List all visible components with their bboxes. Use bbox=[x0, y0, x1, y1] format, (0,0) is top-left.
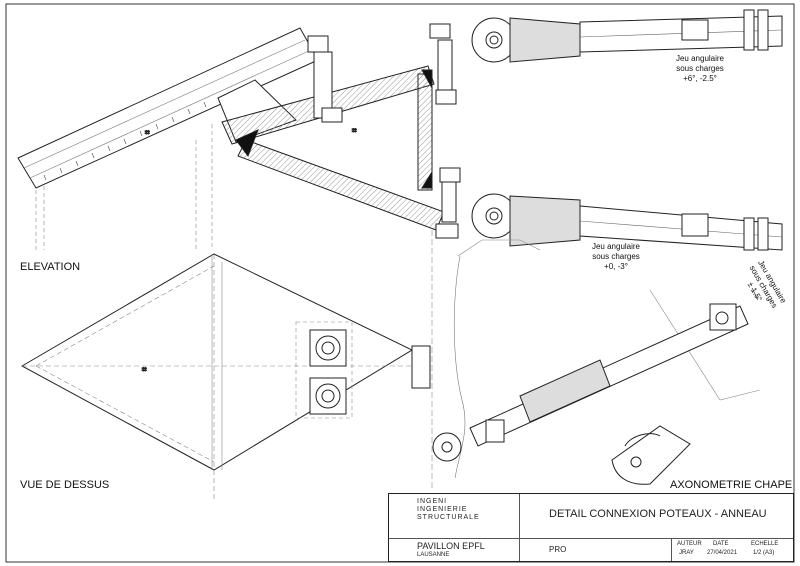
company-line3: STRUCTURALE bbox=[417, 514, 480, 521]
svg-text:⌗: ⌗ bbox=[145, 128, 150, 137]
axonometric-label: AXONOMETRIE CHAPE bbox=[670, 479, 793, 491]
note-mid-line3: +0, -3° bbox=[604, 262, 628, 271]
note-mid: Jeu angulaire sous charges +0, -3° bbox=[566, 242, 666, 272]
elevation-label: ELEVATION bbox=[20, 261, 81, 273]
author-label: AUTEUR bbox=[677, 541, 702, 547]
title-block: INGENI INGENIERIE STRUCTURALE DETAIL CON… bbox=[388, 493, 794, 562]
note-top-line1: Jeu angulaire bbox=[675, 54, 725, 63]
svg-text:⌗: ⌗ bbox=[142, 365, 147, 374]
tb-divider-h1 bbox=[389, 538, 793, 539]
top-view: ⌗ bbox=[20, 253, 431, 500]
scale-value: 1/2 (A3) bbox=[753, 550, 775, 556]
author-value: JRAY bbox=[679, 550, 694, 556]
note-mid-line2: sous charges bbox=[592, 252, 640, 261]
drawing-title: DETAIL CONNEXION POTEAUX - ANNEAU bbox=[549, 508, 767, 520]
beam-ticks bbox=[43, 101, 207, 181]
note-top-line2: sous charges bbox=[676, 64, 724, 73]
phase: PRO bbox=[549, 545, 567, 554]
scale-label: ECHELLE bbox=[751, 541, 779, 547]
sheet-frame bbox=[5, 3, 795, 563]
tb-divider-v2 bbox=[671, 538, 672, 561]
project-name: PAVILLON EPFL bbox=[417, 541, 485, 551]
axonometric-view bbox=[432, 239, 761, 485]
elevation-view: ⌗ ⌗ bbox=[17, 9, 783, 490]
project-location: LAUSANNE bbox=[417, 552, 450, 558]
date-label: DATE bbox=[713, 541, 729, 547]
note-top-line3: +6°, -2.5° bbox=[683, 74, 717, 83]
svg-text:⌗: ⌗ bbox=[352, 126, 357, 135]
date-value: 27/04/2021 bbox=[707, 550, 738, 556]
note-top: Jeu angulaire sous charges +6°, -2.5° bbox=[650, 54, 750, 84]
tb-divider-v1 bbox=[519, 494, 520, 561]
company-name: INGENI bbox=[417, 498, 448, 505]
company-line2: INGENIERIE bbox=[417, 506, 468, 513]
note-mid-line1: Jeu angulaire bbox=[591, 242, 641, 251]
top-view-label: VUE DE DESSUS bbox=[20, 479, 110, 491]
